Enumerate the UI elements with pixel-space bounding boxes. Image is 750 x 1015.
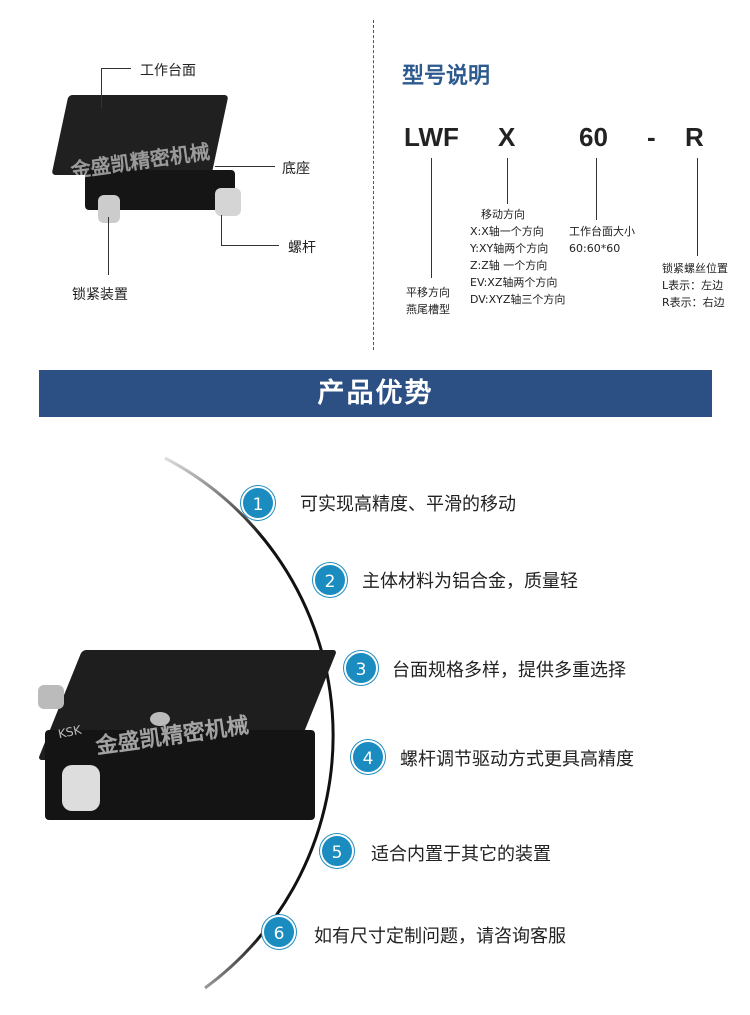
knob-top bbox=[38, 685, 64, 709]
advantage-number: 3 bbox=[344, 651, 378, 685]
advantage-number: 1 bbox=[241, 486, 275, 520]
advantage-text: 如有尺寸定制问题，请咨询客服 bbox=[314, 926, 566, 947]
advantage-number: 2 bbox=[313, 563, 347, 597]
label-screw: 螺杆 bbox=[288, 240, 316, 256]
advantage-text: 适合内置于其它的装置 bbox=[371, 844, 551, 865]
knob-right bbox=[215, 188, 241, 216]
code-x: X bbox=[498, 122, 516, 152]
advantage-number: 5 bbox=[320, 834, 354, 868]
label-worktable: 工作台面 bbox=[140, 63, 196, 79]
advantage-text: 台面规格多样，提供多重选择 bbox=[392, 660, 626, 681]
advantage-text: 可实现高精度、平滑的移动 bbox=[300, 494, 516, 515]
explain-lwf: 平移方向燕尾槽型 bbox=[406, 286, 450, 316]
knob-front bbox=[62, 765, 100, 811]
knob-left bbox=[98, 195, 120, 223]
code-size: 60 bbox=[579, 122, 608, 152]
label-lock: 锁紧装置 bbox=[72, 287, 128, 303]
label-base: 底座 bbox=[282, 161, 310, 177]
code-dash: - bbox=[647, 122, 656, 152]
advantage-number: 4 bbox=[351, 740, 385, 774]
code-lwf: LWF bbox=[404, 122, 459, 152]
advantage-text: 螺杆调节驱动方式更具高精度 bbox=[400, 749, 634, 770]
divider bbox=[373, 20, 374, 350]
advantage-number: 6 bbox=[262, 915, 296, 949]
code-r: R bbox=[685, 122, 704, 152]
model-title: 型号说明 bbox=[402, 64, 491, 89]
advantage-text: 主体材料为铝合金，质量轻 bbox=[362, 571, 578, 592]
advantages-banner: 产品优势 bbox=[39, 370, 712, 417]
